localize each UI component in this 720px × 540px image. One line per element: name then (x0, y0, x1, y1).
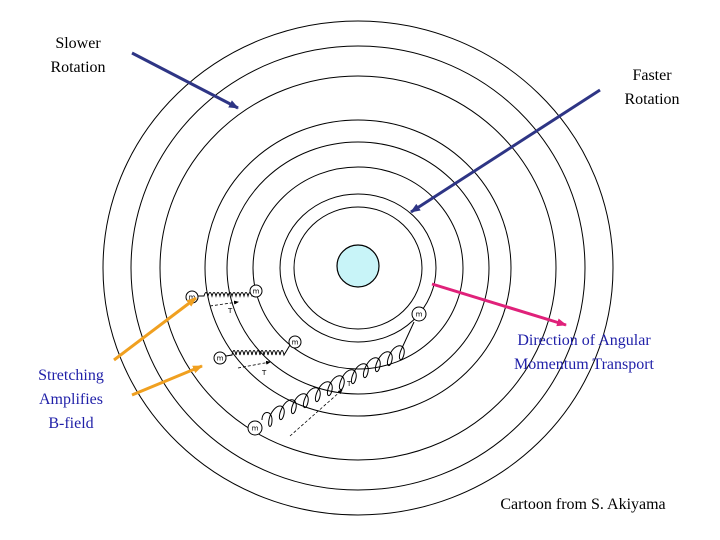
mass-2-outer-label: m (217, 355, 224, 363)
spring-2: m m T (213, 335, 302, 377)
momentum-transport-label: Direction of Angular Momentum Transport (484, 329, 684, 377)
faster-rotation-label: Faster Rotation (604, 64, 700, 112)
stretching-line-1: Stretching (38, 367, 104, 384)
stretching-arrow-upper (113, 296, 197, 362)
tension-arrow-1 (209, 300, 239, 307)
momentum-transport-arrow (431, 282, 567, 327)
spring-coil-1 (198, 292, 257, 298)
faster-rotation-line-2: Rotation (624, 91, 680, 108)
slower-rotation-line-2: Rotation (50, 59, 106, 76)
stretching-label: Stretching Amplifies B-field (14, 364, 128, 436)
mass-2-inner-label: m (292, 339, 299, 347)
orbit-ring-3 (159, 75, 557, 461)
tension-arrow-3 (289, 389, 343, 437)
tension-arrow-2 (237, 360, 271, 369)
mass-1-inner-label: m (253, 288, 260, 296)
mass-3-outer-label: m (252, 425, 259, 433)
spring-3: m m T (247, 306, 427, 437)
slower-rotation-arrow (131, 51, 239, 110)
tension-label-3: T (346, 380, 352, 388)
mass-3-inner (411, 306, 427, 322)
momentum-transport-line-2: Momentum Transport (513, 356, 654, 373)
slower-rotation-line-1: Slower (55, 35, 101, 52)
faster-rotation-arrow (410, 88, 601, 214)
faster-rotation-line-1: Faster (632, 67, 672, 84)
orbit-ring-1 (102, 20, 614, 516)
orbit-ring-5 (226, 141, 490, 395)
mass-2-outer (213, 351, 227, 365)
orbit-ring-7 (279, 193, 437, 343)
stretching-arrow-lower (131, 364, 203, 397)
mass-3-inner-label: m (416, 311, 423, 319)
spring-coil-2 (225, 344, 291, 357)
spring-coil-3 (261, 321, 415, 427)
momentum-transport-line-1: Direction of Angular (517, 332, 651, 349)
tension-label-1: T (227, 307, 233, 315)
orbit-ring-2 (130, 45, 586, 491)
mass-3-outer (247, 420, 263, 436)
orbit-rings (102, 20, 614, 516)
credit-caption: Cartoon from S. Akiyama (500, 496, 666, 513)
spring-1: m m T (185, 284, 263, 315)
stretching-line-2: Amplifies (39, 391, 103, 408)
orbit-ring-8 (293, 206, 423, 330)
mass-1-inner (249, 284, 263, 298)
stretching-line-3: B-field (48, 415, 94, 432)
central-star (336, 244, 380, 288)
orbit-ring-6 (252, 166, 464, 370)
mass-2-inner (288, 335, 302, 349)
orbit-ring-4 (204, 119, 512, 417)
tension-label-2: T (261, 369, 267, 377)
slower-rotation-label: Slower Rotation (30, 32, 126, 80)
